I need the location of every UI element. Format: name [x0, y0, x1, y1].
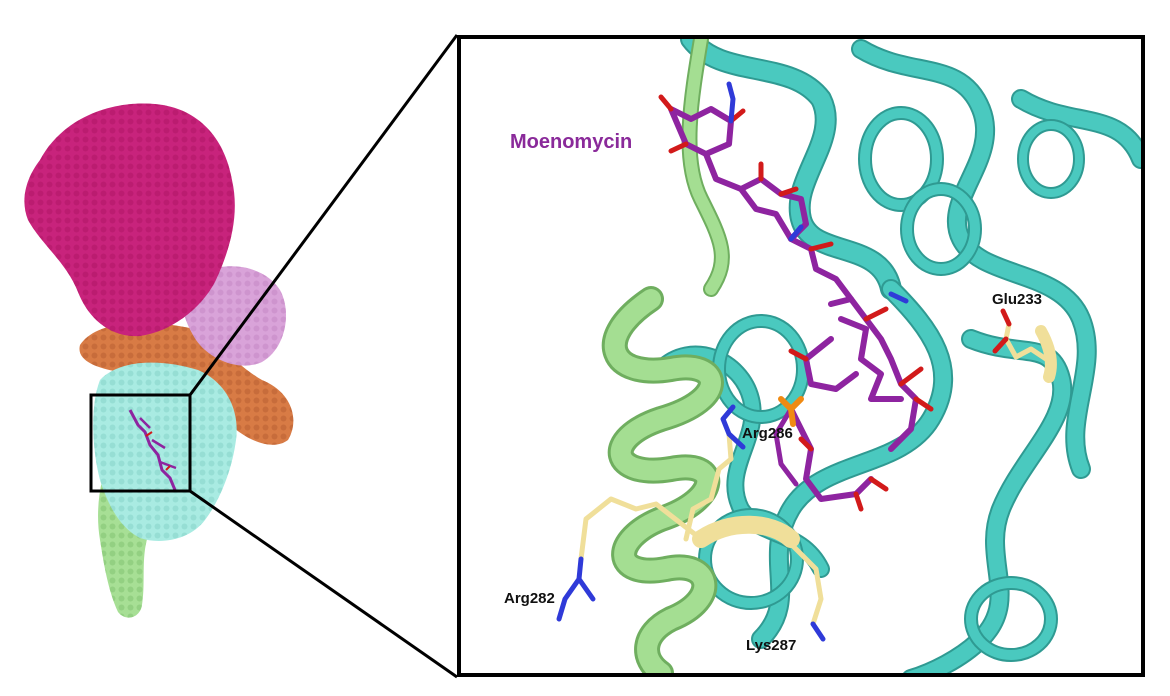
- ribbon-view: [556, 39, 1141, 673]
- residue-lys287-sidechain: [788, 541, 826, 642]
- residue-label-glu233: Glu233: [992, 291, 1043, 308]
- residue-label-arg286: Arg286: [742, 425, 793, 442]
- tan-ribbon-segment-2: [1035, 325, 1057, 383]
- surface-domain-magenta: [24, 103, 235, 337]
- residue-arg286-sidechain: [683, 404, 746, 542]
- teal-ribbon-backbone: [652, 39, 1141, 673]
- protein-surface-overview: [24, 103, 294, 618]
- residue-label-lys287: Lys287: [746, 637, 797, 654]
- moenomycin-ligand: [658, 81, 934, 512]
- zoom-line-bottom: [189, 489, 458, 679]
- residue-arg282-sidechain: [556, 496, 704, 622]
- selection-box: [89, 393, 192, 493]
- ligand-overview: [128, 409, 177, 491]
- tan-ribbon-segment-1: [692, 515, 800, 548]
- residue-label-arg282: Arg282: [504, 590, 555, 607]
- residue-glu233-sidechain: [992, 308, 1049, 362]
- zoom-line-top: [188, 34, 459, 396]
- surface-domain-cyan: [93, 362, 237, 541]
- green-helix: [601, 39, 730, 673]
- teal-helices: [698, 106, 1085, 662]
- zoom-panel: Moenomycin Glu233 Arg286 Arg282 Lys287: [457, 35, 1145, 677]
- ligand-label-moenomycin: Moenomycin: [510, 131, 633, 153]
